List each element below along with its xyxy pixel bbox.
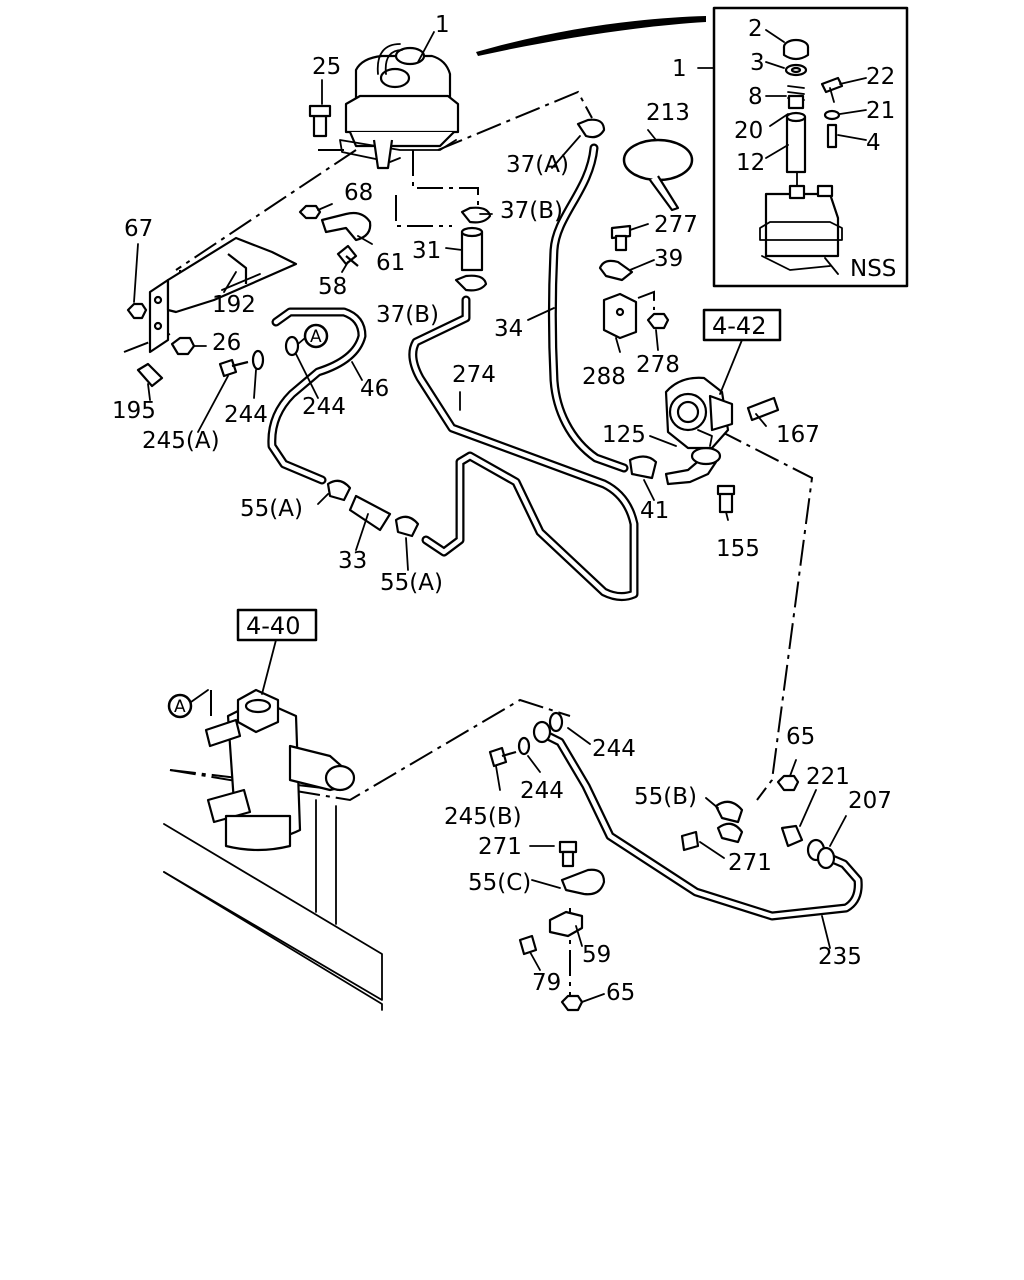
label-2: 2: [748, 16, 763, 42]
label-274: 274: [452, 362, 496, 388]
label-55a-bottom: 55(A): [380, 570, 443, 596]
label-34: 34: [494, 316, 523, 342]
label-125: 125: [602, 422, 646, 448]
leader-lines: [133, 31, 847, 1003]
ref-4-42: 4-42: [712, 312, 766, 340]
label-12: 12: [736, 150, 765, 176]
label-244-b: 244: [302, 394, 346, 420]
label-195: 195: [112, 398, 156, 424]
marker-a-lower: A: [174, 697, 186, 717]
label-37b-top: 37(B): [500, 198, 563, 224]
marker-a-upper: A: [310, 327, 322, 347]
label-1: 1: [435, 12, 450, 38]
part-labels: 1 1 2 3 8 20 12 22 21 4 NSS 25 213 37(A)…: [112, 12, 896, 1006]
pipes: [267, 143, 863, 921]
label-59: 59: [582, 942, 611, 968]
bracket-192: [148, 236, 298, 354]
steering-gear-4-40: [163, 688, 383, 1011]
label-20: 20: [734, 118, 763, 144]
inset-kit: [476, 6, 909, 288]
label-235: 235: [818, 944, 862, 970]
label-55c: 55(C): [468, 870, 531, 896]
label-192: 192: [212, 292, 256, 318]
label-37a: 37(A): [506, 152, 569, 178]
label-271-left: 271: [478, 834, 522, 860]
lower-fasteners: [488, 746, 836, 1012]
label-8: 8: [748, 84, 763, 110]
label-245a: 245(A): [142, 428, 220, 454]
ref-4-40: 4-40: [246, 612, 300, 640]
label-277: 277: [654, 212, 698, 238]
reference-boxes: 4-42 4-40: [236, 308, 782, 695]
label-1-inset: 1: [672, 56, 687, 82]
label-167: 167: [776, 422, 820, 448]
label-221: 221: [806, 764, 850, 790]
label-244-a: 244: [224, 402, 268, 428]
label-155: 155: [716, 536, 760, 562]
label-207: 207: [848, 788, 892, 814]
circle-markers: A A: [167, 323, 329, 719]
label-244-d: 244: [520, 778, 564, 804]
label-65-top: 65: [786, 724, 815, 750]
label-26: 26: [212, 330, 241, 356]
label-21: 21: [866, 98, 895, 124]
label-288: 288: [582, 364, 626, 390]
label-55b: 55(B): [634, 784, 697, 810]
label-nss: NSS: [850, 256, 896, 282]
label-46: 46: [360, 376, 389, 402]
label-58: 58: [318, 274, 347, 300]
label-278: 278: [636, 352, 680, 378]
label-67: 67: [124, 216, 153, 242]
fasteners: [126, 104, 780, 538]
label-25: 25: [312, 54, 341, 80]
reservoir-tank: [339, 43, 460, 170]
label-244-c: 244: [592, 736, 636, 762]
label-39: 39: [654, 246, 683, 272]
label-65-bottom: 65: [606, 980, 635, 1006]
label-271-right: 271: [728, 850, 772, 876]
label-213: 213: [646, 100, 690, 126]
label-55a-left: 55(A): [240, 496, 303, 522]
label-245b: 245(B): [444, 804, 522, 830]
label-41: 41: [640, 498, 669, 524]
label-4: 4: [866, 130, 881, 156]
label-3: 3: [750, 50, 765, 76]
label-31: 31: [412, 238, 441, 264]
label-79: 79: [532, 970, 561, 996]
label-33: 33: [338, 548, 367, 574]
label-22: 22: [866, 64, 895, 90]
pump-4-42: [664, 376, 734, 450]
label-37b-mid: 37(B): [376, 302, 439, 328]
label-68: 68: [344, 180, 373, 206]
ref-box-4-40: [236, 608, 318, 642]
label-61: 61: [376, 250, 405, 276]
